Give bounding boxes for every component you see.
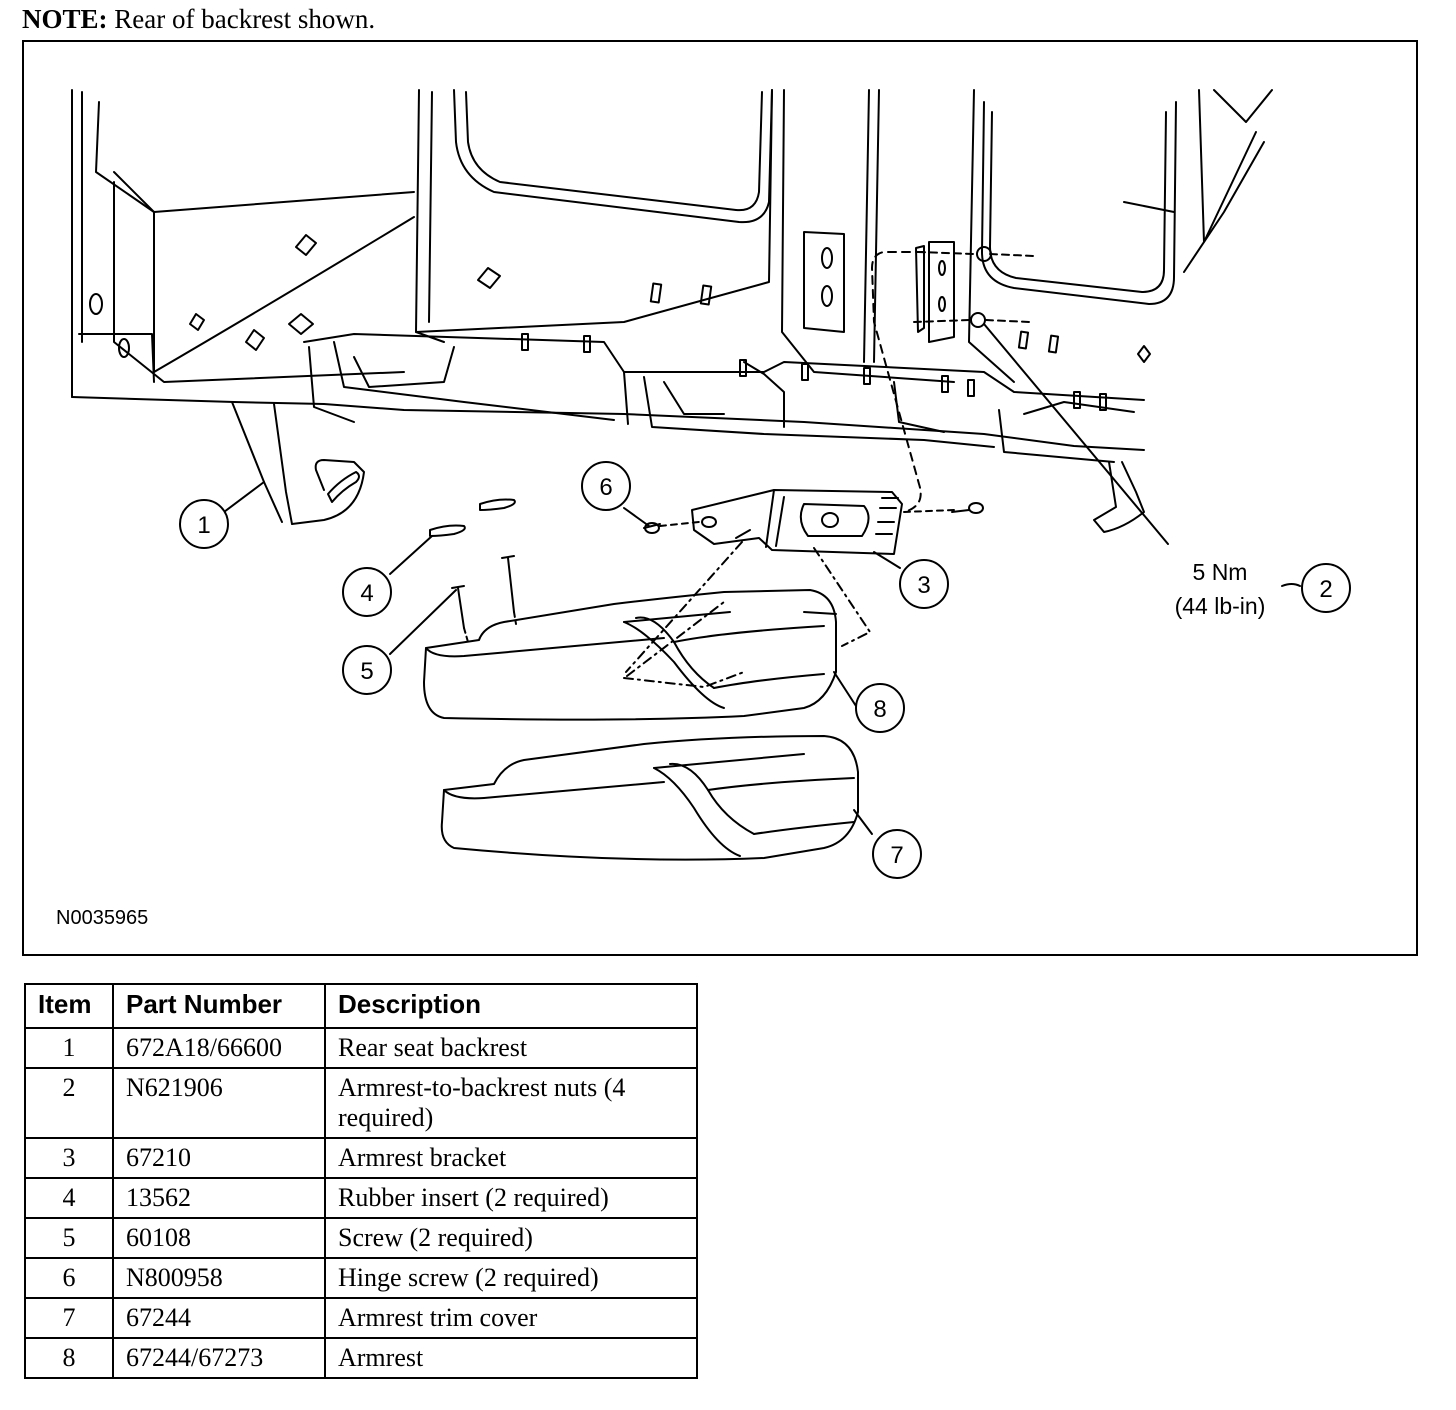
- description-cell: Armrest bracket: [324, 1137, 698, 1179]
- table-row: 2 N621906 Armrest-to-backrest nuts (4 re…: [24, 1067, 698, 1139]
- exploded-view-figure: 1 2 3 4 5 6 7: [22, 40, 1418, 956]
- callout-6-label: 6: [599, 474, 612, 501]
- torque-value: 5 Nm: [1193, 559, 1248, 585]
- callout-3-label: 3: [917, 572, 930, 599]
- rubber-insert-drawing: [429, 498, 516, 537]
- header-description: Description: [324, 983, 698, 1029]
- callout-group: 1 2 3 4 5 6 7: [179, 461, 1351, 879]
- note-text: Rear of backrest shown.: [114, 4, 376, 34]
- part-number-cell: N800958: [112, 1257, 326, 1299]
- part-number-cell: 67244/67273: [112, 1337, 326, 1379]
- callout-4: 4: [342, 567, 392, 617]
- armrest-screw-drawing: [451, 555, 517, 643]
- callout-7: 7: [872, 829, 922, 879]
- part-number-cell: 67210: [112, 1137, 326, 1179]
- armrest-bracket-drawing: [691, 489, 903, 555]
- callout-2: 2: [1301, 563, 1351, 613]
- item-cell: 8: [24, 1337, 114, 1379]
- item-cell: 2: [24, 1067, 114, 1139]
- callout-7-label: 7: [890, 842, 903, 869]
- header-part-number: Part Number: [112, 983, 326, 1029]
- table-row: 8 67244/67273 Armrest: [24, 1337, 698, 1379]
- item-cell: 5: [24, 1217, 114, 1259]
- part-number-cell: N621906: [112, 1067, 326, 1139]
- armrest-drawing: [423, 541, 871, 721]
- seat-backrest-drawing: [71, 89, 1273, 533]
- backrest-nuts-drawing: [871, 241, 1035, 513]
- parts-table: Item Part Number Description 1 672A18/66…: [24, 983, 698, 1379]
- table-row: 6 N800958 Hinge screw (2 required): [24, 1257, 698, 1299]
- torque-alt-value: (44 lb-in): [1175, 593, 1266, 619]
- callout-8-label: 8: [873, 696, 886, 723]
- item-cell: 3: [24, 1137, 114, 1179]
- leader-lines: [223, 323, 1301, 835]
- callout-1: 1: [179, 499, 229, 549]
- description-cell: Hinge screw (2 required): [324, 1257, 698, 1299]
- callout-1-label: 1: [197, 512, 210, 539]
- callout-6: 6: [581, 461, 631, 511]
- table-row: 7 67244 Armrest trim cover: [24, 1297, 698, 1339]
- description-cell: Armrest trim cover: [324, 1297, 698, 1339]
- item-cell: 4: [24, 1177, 114, 1219]
- table-row: 1 672A18/66600 Rear seat backrest: [24, 1027, 698, 1069]
- callout-5-label: 5: [360, 658, 373, 685]
- part-number-cell: 13562: [112, 1177, 326, 1219]
- exploded-view-drawing: 1 2 3 4 5 6 7: [56, 89, 1351, 929]
- item-cell: 7: [24, 1297, 114, 1339]
- table-row: 5 60108 Screw (2 required): [24, 1217, 698, 1259]
- header-item: Item: [24, 983, 114, 1029]
- part-number-cell: 67244: [112, 1297, 326, 1339]
- parts-table-header: Item Part Number Description: [24, 983, 698, 1029]
- figure-id: N0035965: [56, 907, 148, 929]
- callout-3: 3: [899, 559, 949, 609]
- table-row: 3 67210 Armrest bracket: [24, 1137, 698, 1179]
- description-cell: Rubber insert (2 required): [324, 1177, 698, 1219]
- callout-2-label: 2: [1319, 576, 1332, 603]
- table-row: 4 13562 Rubber insert (2 required): [24, 1177, 698, 1219]
- callout-8: 8: [855, 683, 905, 733]
- description-cell: Rear seat backrest: [324, 1027, 698, 1069]
- part-number-cell: 60108: [112, 1217, 326, 1259]
- description-cell: Screw (2 required): [324, 1217, 698, 1259]
- callout-4-label: 4: [360, 580, 373, 607]
- note-label: NOTE:: [22, 4, 108, 34]
- description-cell: Armrest: [324, 1337, 698, 1379]
- item-cell: 1: [24, 1027, 114, 1069]
- part-number-cell: 672A18/66600: [112, 1027, 326, 1069]
- armrest-trim-cover-drawing: [440, 735, 859, 861]
- description-cell: Armrest-to-backrest nuts (4 required): [324, 1067, 698, 1139]
- figure-note: NOTE: Rear of backrest shown.: [22, 4, 375, 35]
- hinge-screw-drawing: [643, 502, 984, 534]
- callout-5: 5: [342, 645, 392, 695]
- item-cell: 6: [24, 1257, 114, 1299]
